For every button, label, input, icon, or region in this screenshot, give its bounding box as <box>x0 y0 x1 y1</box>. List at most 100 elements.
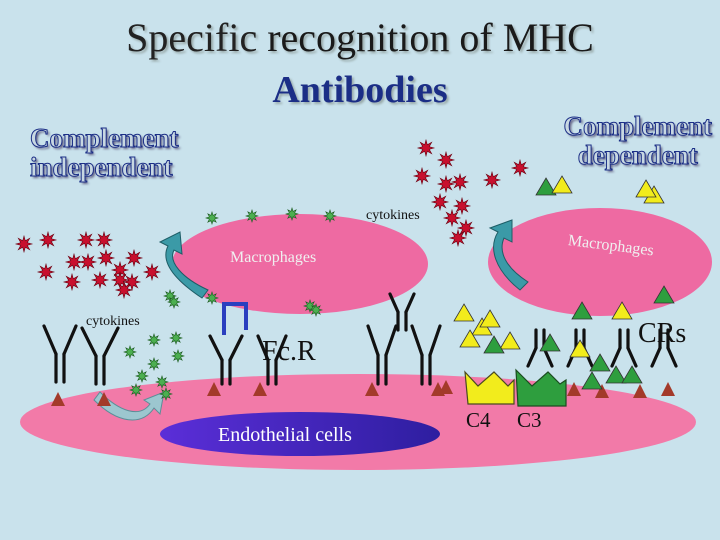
cytokine-icon <box>129 383 143 397</box>
antigen-star-icon <box>64 252 84 272</box>
green-triangle-icon <box>589 353 611 372</box>
endothelial-label-oval <box>160 412 440 456</box>
macrophage-cell-right <box>488 208 712 316</box>
complement-triangle-group <box>453 175 675 390</box>
cytokine-icon <box>205 211 219 225</box>
antigen-star-icon <box>442 208 462 228</box>
endothelial-cells-label: Endothelial cells <box>218 424 352 446</box>
receptor-icon <box>439 380 453 394</box>
antigen-star-icon <box>448 228 468 248</box>
cytokine-icon <box>147 333 161 347</box>
ci-line2: independent <box>29 152 173 182</box>
receptor-icon <box>97 392 111 406</box>
cytokine-icon <box>159 387 173 401</box>
teal-arrow-left <box>158 231 209 299</box>
cytokine-icon <box>309 303 323 317</box>
antigen-star-icon <box>510 158 530 178</box>
antigen-star-icon <box>450 172 470 192</box>
antigen-star-icon <box>38 230 58 250</box>
title-part2: recognition of MHC <box>257 15 594 60</box>
yellow-triangle-icon <box>459 329 481 348</box>
antigen-star-icon <box>78 252 98 272</box>
antigen-star-icon <box>94 230 114 250</box>
green-triangle-icon <box>571 301 593 320</box>
antigen-star-icon <box>416 138 436 158</box>
cytokine-icon <box>285 207 299 221</box>
cytokine-icon <box>155 375 169 389</box>
receptor-icon <box>253 382 267 396</box>
antibody-icon <box>610 328 638 368</box>
c4-label: C4 <box>466 408 491 432</box>
antigen-star-icon <box>456 218 476 238</box>
yellow-triangle-icon <box>551 175 573 194</box>
receptor-icon <box>595 384 609 398</box>
yellow-triangle-icon <box>453 303 475 322</box>
crs-label: CRs <box>638 318 687 349</box>
fcr-label: Fc.R <box>262 336 316 367</box>
antigen-star-icon <box>96 248 116 268</box>
yellow-triangle-icon <box>569 339 591 358</box>
cd-line1: Complement <box>563 111 712 141</box>
cytokine-icon <box>135 369 149 383</box>
cytokine-icon <box>245 209 259 223</box>
antibody-icon <box>650 328 678 368</box>
ci-line1: Complement <box>29 123 179 153</box>
cytokine-icon <box>169 331 183 345</box>
teal-arrow-bottom <box>93 391 165 421</box>
green-triangle-icon <box>535 177 557 196</box>
receptor-icon <box>51 392 65 406</box>
teal-arrow-right <box>488 219 529 291</box>
antigen-star-icon <box>436 174 456 194</box>
cytokine-group <box>123 207 337 401</box>
antibody-icon <box>366 324 398 386</box>
antigen-star-icon <box>14 234 34 254</box>
antibody-icon <box>208 334 244 386</box>
green-triangle-icon <box>621 365 643 384</box>
c4-complement-shape <box>464 370 515 405</box>
receptor-icon <box>365 382 379 396</box>
title-part1: Specific <box>126 15 258 60</box>
antigen-star-icon <box>90 270 110 290</box>
antigen-star-icon <box>114 280 134 300</box>
c3-label: C3 <box>517 408 542 432</box>
page-subtitle: Antibodies <box>272 69 448 111</box>
antibody-icon <box>256 334 288 386</box>
receptor-icon <box>207 382 221 396</box>
complement-dependent-label: Complement dependent <box>563 111 712 170</box>
cytokine-icon <box>123 345 137 359</box>
green-triangle-icon <box>581 371 603 390</box>
antigen-star-group <box>14 138 530 300</box>
antigen-star-icon <box>62 272 82 292</box>
green-triangle-icon <box>539 333 561 352</box>
antibody-icon <box>410 324 442 386</box>
green-triangle-icon <box>605 365 627 384</box>
antigen-star-icon <box>110 260 130 280</box>
receptor-icon <box>567 382 581 396</box>
cytokine-icon <box>171 349 185 363</box>
antigen-star-icon <box>482 170 502 190</box>
green-triangle-icon <box>653 285 675 304</box>
antigen-star-icon <box>124 248 144 268</box>
antigen-star-icon <box>430 192 450 212</box>
antigen-star-icon <box>452 196 472 216</box>
antigen-star-icon <box>142 262 162 282</box>
antibody-icon <box>80 326 120 386</box>
antibody-group <box>42 292 678 386</box>
antigen-star-icon <box>436 150 456 170</box>
green-triangle-icon <box>483 335 505 354</box>
cytokines-label-left: cytokines <box>86 314 140 329</box>
antibody-icon <box>42 324 78 384</box>
yellow-triangle-icon <box>499 331 521 350</box>
receptor-icon <box>633 384 647 398</box>
antigen-star-icon <box>36 262 56 282</box>
antigen-star-icon <box>412 166 432 186</box>
fcr-receptor <box>222 302 248 335</box>
page-title: Specific recognition of MHC <box>0 14 720 61</box>
yellow-triangle-icon <box>611 301 633 320</box>
yellow-triangle-icon <box>479 309 501 328</box>
receptor-icon <box>661 382 675 396</box>
antigen-star-icon <box>76 230 96 250</box>
cytokine-icon <box>167 295 181 309</box>
complement-independent-label: Complement independent <box>29 123 179 182</box>
